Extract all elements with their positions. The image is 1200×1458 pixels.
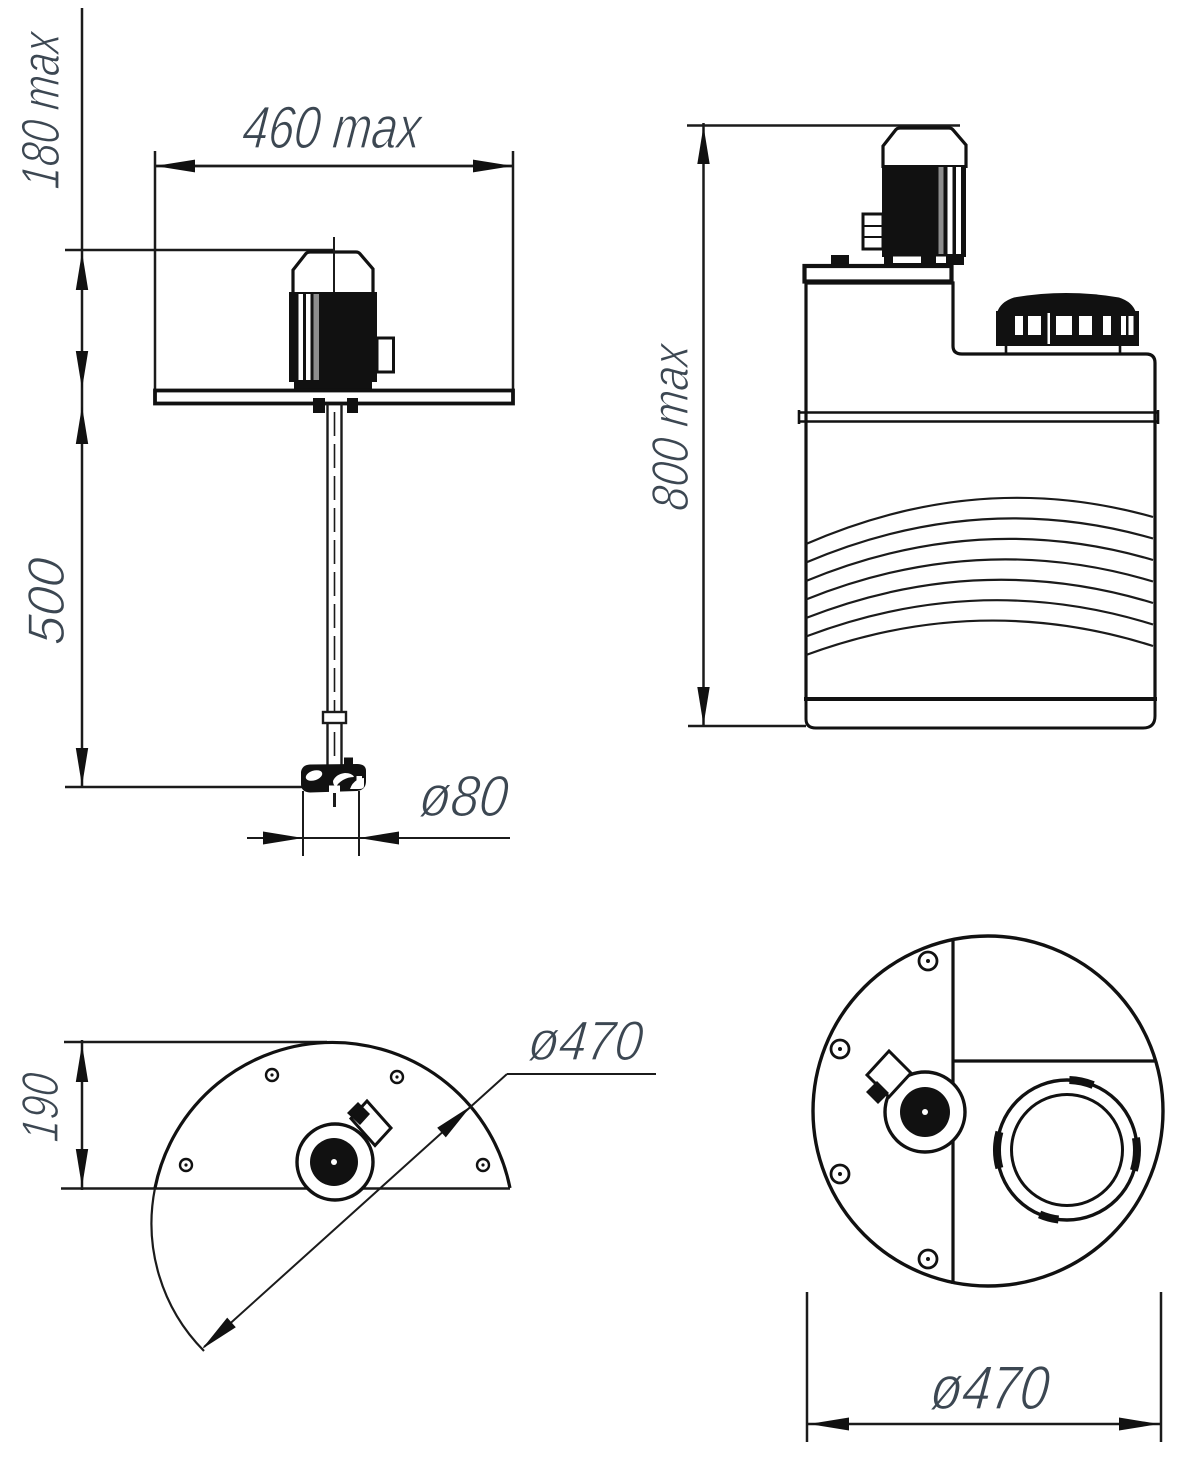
svg-text:ø470: ø470 [928,1354,1054,1423]
svg-text:190: 190 [12,1070,70,1144]
svg-text:500: 500 [18,555,76,647]
svg-text:460 max: 460 max [240,94,426,161]
svg-text:800 max: 800 max [642,340,700,514]
svg-text:ø470: ø470 [526,1009,647,1072]
svg-text:180 max: 180 max [11,28,71,192]
svg-text:ø80: ø80 [417,764,512,829]
